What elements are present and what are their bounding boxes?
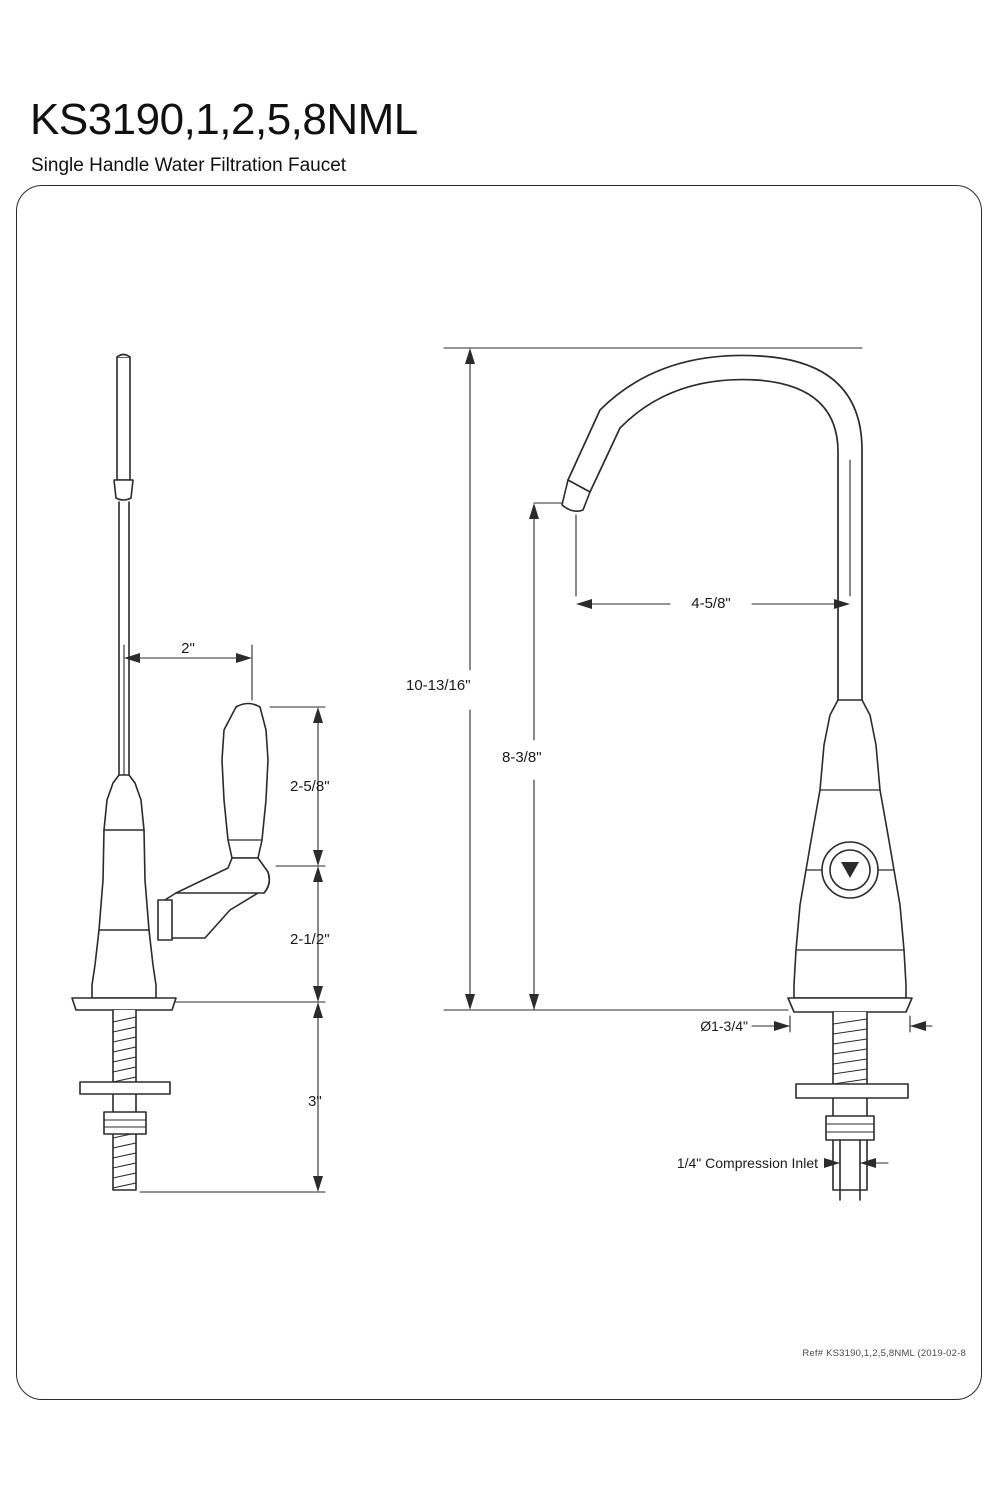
dim-label-spout-reach: 4-5/8" bbox=[691, 595, 731, 612]
dim-label-body-height: 2-1/2" bbox=[290, 931, 330, 948]
dim-spout-reach bbox=[575, 459, 851, 609]
dim-spout-height bbox=[529, 502, 563, 1011]
dim-handle-reach bbox=[123, 644, 253, 776]
dim-label-spout-height: 8-3/8" bbox=[502, 749, 542, 766]
dim-base-diameter bbox=[751, 1015, 933, 1033]
page-subtitle: Single Handle Water Filtration Faucet bbox=[31, 155, 347, 176]
side-view-faucet bbox=[71, 353, 271, 1191]
front-view-faucet bbox=[561, 354, 913, 1201]
dim-label-base-diameter: Ø1-3/4" bbox=[700, 1018, 748, 1034]
dim-label-overall-height: 10-13/16" bbox=[406, 677, 471, 694]
dim-shank-length bbox=[139, 1002, 326, 1193]
page-title: KS3190,1,2,5,8NML bbox=[30, 95, 418, 144]
reference-code: Ref# KS3190,1,2,5,8NML (2019-02-8 bbox=[802, 1348, 966, 1359]
dim-handle-height bbox=[269, 706, 326, 867]
callout-inlet bbox=[824, 1158, 889, 1168]
callout-label-inlet: 1/4" Compression Inlet bbox=[677, 1155, 818, 1171]
dim-label-handle-reach: 2" bbox=[181, 640, 195, 657]
dim-overall-height bbox=[443, 347, 863, 1011]
dim-label-shank-length: 3" bbox=[308, 1093, 322, 1110]
dim-label-handle-height: 2-5/8" bbox=[290, 778, 330, 795]
dim-body-height bbox=[175, 866, 326, 1003]
drawing-border bbox=[16, 185, 982, 1400]
